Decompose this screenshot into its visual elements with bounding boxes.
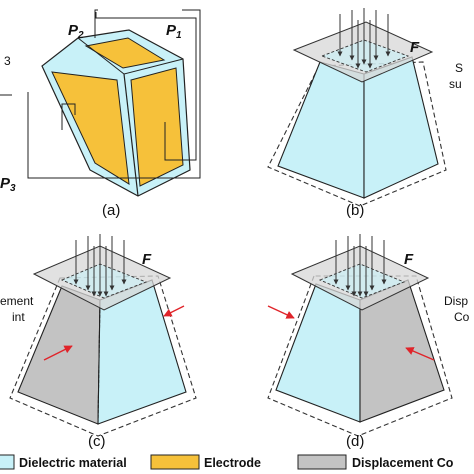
- legend-label-dielectric: Dielectric material: [19, 456, 127, 470]
- force-label-b: F: [410, 39, 420, 56]
- leader-p1-inner: [61, 103, 76, 130]
- legend-swatch-dielectric: [0, 454, 15, 470]
- ridge-front: [123, 73, 139, 197]
- red-arrow-d-inner: [405, 347, 435, 361]
- label-edge-number: 3: [4, 54, 11, 68]
- electrode-right: [130, 67, 184, 187]
- panel-d: F Disp Co (d): [267, 234, 470, 450]
- force-label-d: F: [404, 251, 414, 268]
- frustum-b-top: [320, 39, 410, 73]
- panel-c: F ement int (c): [0, 234, 197, 450]
- side-label-c-1: ement: [0, 294, 34, 308]
- legend: Dielectric material Electrode Displaceme…: [0, 454, 454, 470]
- legend-swatch-constraint: [297, 454, 347, 470]
- red-arrow-c-outer: [163, 305, 185, 317]
- caption-c: (c): [88, 433, 106, 450]
- side-label-b-2: su: [449, 77, 462, 91]
- frustum-c-ridge: [97, 299, 101, 425]
- leader-p2: [94, 9, 98, 38]
- force-arrows-c: [73, 234, 127, 297]
- legend-label-constraint: Displacement Co: [352, 456, 454, 470]
- force-label-c: F: [142, 251, 152, 268]
- electrode-top: [84, 37, 166, 69]
- panel-a: P2 P1 P3 3 (a): [0, 9, 201, 219]
- frustum-d-left: [275, 283, 361, 423]
- caption-d: (d): [346, 433, 364, 450]
- frustum-d-top: [318, 263, 406, 299]
- caption-a: (a): [102, 202, 120, 219]
- frustum-c-top: [60, 263, 148, 299]
- panel-b: F S su (b): [267, 8, 463, 219]
- ridge-top-left: [77, 37, 125, 75]
- label-p3: P3: [0, 175, 16, 194]
- frustum-b-left: [277, 61, 365, 199]
- side-label-b-1: S: [455, 61, 463, 75]
- red-arrow-c-inner: [43, 345, 73, 361]
- legend-swatch-electrode: [150, 454, 200, 470]
- force-arrows-d: [333, 234, 387, 297]
- label-p2: P2: [68, 22, 84, 41]
- force-arrows-b: [337, 8, 391, 69]
- leader-p1: [95, 12, 197, 161]
- legend-label-electrode: Electrode: [204, 456, 261, 470]
- leader-p3-bottom: [27, 9, 201, 179]
- side-label-d-2: Co: [454, 310, 470, 324]
- side-label-c-2: int: [12, 310, 25, 324]
- ridge-top-right: [123, 58, 184, 75]
- caption-b: (b): [346, 202, 364, 219]
- red-arrow-d-outer: [267, 305, 295, 319]
- label-p1: P1: [166, 22, 182, 41]
- side-label-d-1: Disp: [444, 294, 468, 308]
- electrode-left: [51, 71, 130, 185]
